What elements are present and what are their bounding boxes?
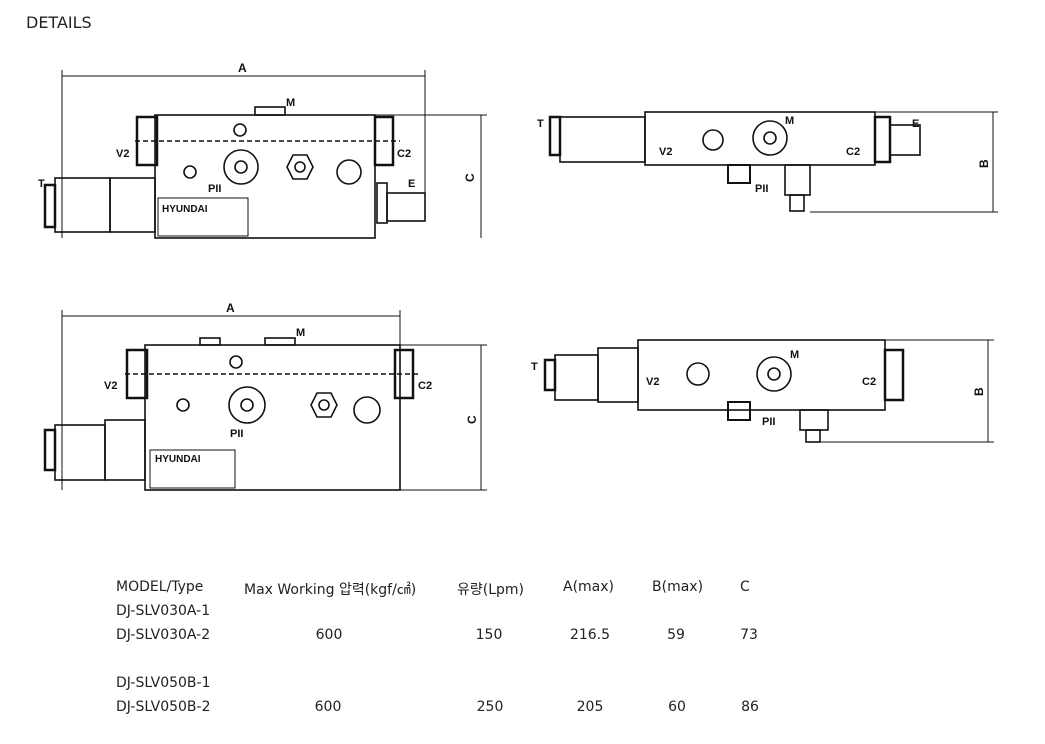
- row-pressure: 600: [314, 699, 342, 715]
- port-v2-label-3: V2: [104, 380, 117, 392]
- header-model: MODEL/Type: [116, 579, 204, 595]
- row-a: 205: [576, 699, 604, 715]
- port-e-label-2: E: [912, 118, 919, 130]
- hyundai-logo: HYUNDAI: [162, 204, 208, 215]
- row-model: DJ-SLV030A-1: [116, 603, 211, 619]
- port-c2-label-4: C2: [862, 376, 876, 388]
- port-m-label-3: M: [296, 327, 305, 339]
- hyundai-logo-2: HYUNDAI: [155, 454, 201, 465]
- port-p-label-2: PII: [755, 183, 768, 195]
- row-a: 216.5: [569, 627, 611, 643]
- header-a: A(max): [563, 579, 615, 595]
- drawing-front-050: A M V2 C2 PII HYUNDAI C: [43, 301, 487, 491]
- row-flow: 250: [476, 699, 504, 715]
- port-c2-label-3: C2: [418, 380, 432, 392]
- port-m-label-2: M: [785, 115, 794, 127]
- row-model: DJ-SLV050B-2: [116, 699, 211, 715]
- row-model: DJ-SLV050B-1: [116, 675, 211, 691]
- dim-a-label: A: [238, 61, 247, 75]
- dim-a-label-2: A: [226, 301, 235, 315]
- dim-c-label: C: [463, 173, 477, 182]
- port-p-label-3: PII: [230, 428, 243, 440]
- port-v2-label-2: V2: [659, 146, 672, 158]
- header-pressure: Max Working 압력(kgf/㎠): [244, 582, 417, 598]
- row-b: 60: [668, 699, 686, 715]
- port-v2-label-4: V2: [646, 376, 659, 388]
- port-p-label-4: PII: [762, 416, 775, 428]
- valve-drawings: A M V2 C2 PII T E HYUNDAI C T E V2 C2 M: [38, 61, 998, 491]
- port-t-label-2: T: [537, 118, 544, 130]
- row-c: 73: [740, 627, 758, 643]
- row-pressure: 600: [315, 627, 343, 643]
- port-m-label: M: [286, 97, 295, 109]
- dim-b-label-2: B: [972, 387, 986, 396]
- port-p-label: PII: [208, 183, 221, 195]
- drawing-top-030: T E V2 C2 M PII B: [537, 111, 998, 213]
- port-m-label-4: M: [790, 349, 799, 361]
- port-t-label: T: [38, 178, 45, 190]
- drawing-front-030: A M V2 C2 PII T E HYUNDAI C: [38, 61, 487, 239]
- dim-b-label: B: [977, 159, 991, 168]
- row-model: DJ-SLV030A-2: [116, 627, 211, 643]
- port-t-label-4: T: [531, 361, 538, 373]
- header-b: B(max): [652, 579, 704, 595]
- port-v2-label: V2: [116, 148, 129, 160]
- drawing-top-050: T V2 C2 M PII B: [531, 339, 994, 443]
- dim-c-label-2: C: [465, 415, 479, 424]
- port-c2-label: C2: [397, 148, 411, 160]
- port-c2-label-2: C2: [846, 146, 860, 158]
- page-title: DETAILS: [26, 13, 92, 32]
- row-c: 86: [741, 699, 759, 715]
- port-e-label: E: [408, 178, 415, 190]
- row-flow: 150: [475, 627, 503, 643]
- header-flow: 유량(Lpm): [457, 582, 525, 598]
- header-c: C: [740, 579, 750, 595]
- row-b: 59: [667, 627, 685, 643]
